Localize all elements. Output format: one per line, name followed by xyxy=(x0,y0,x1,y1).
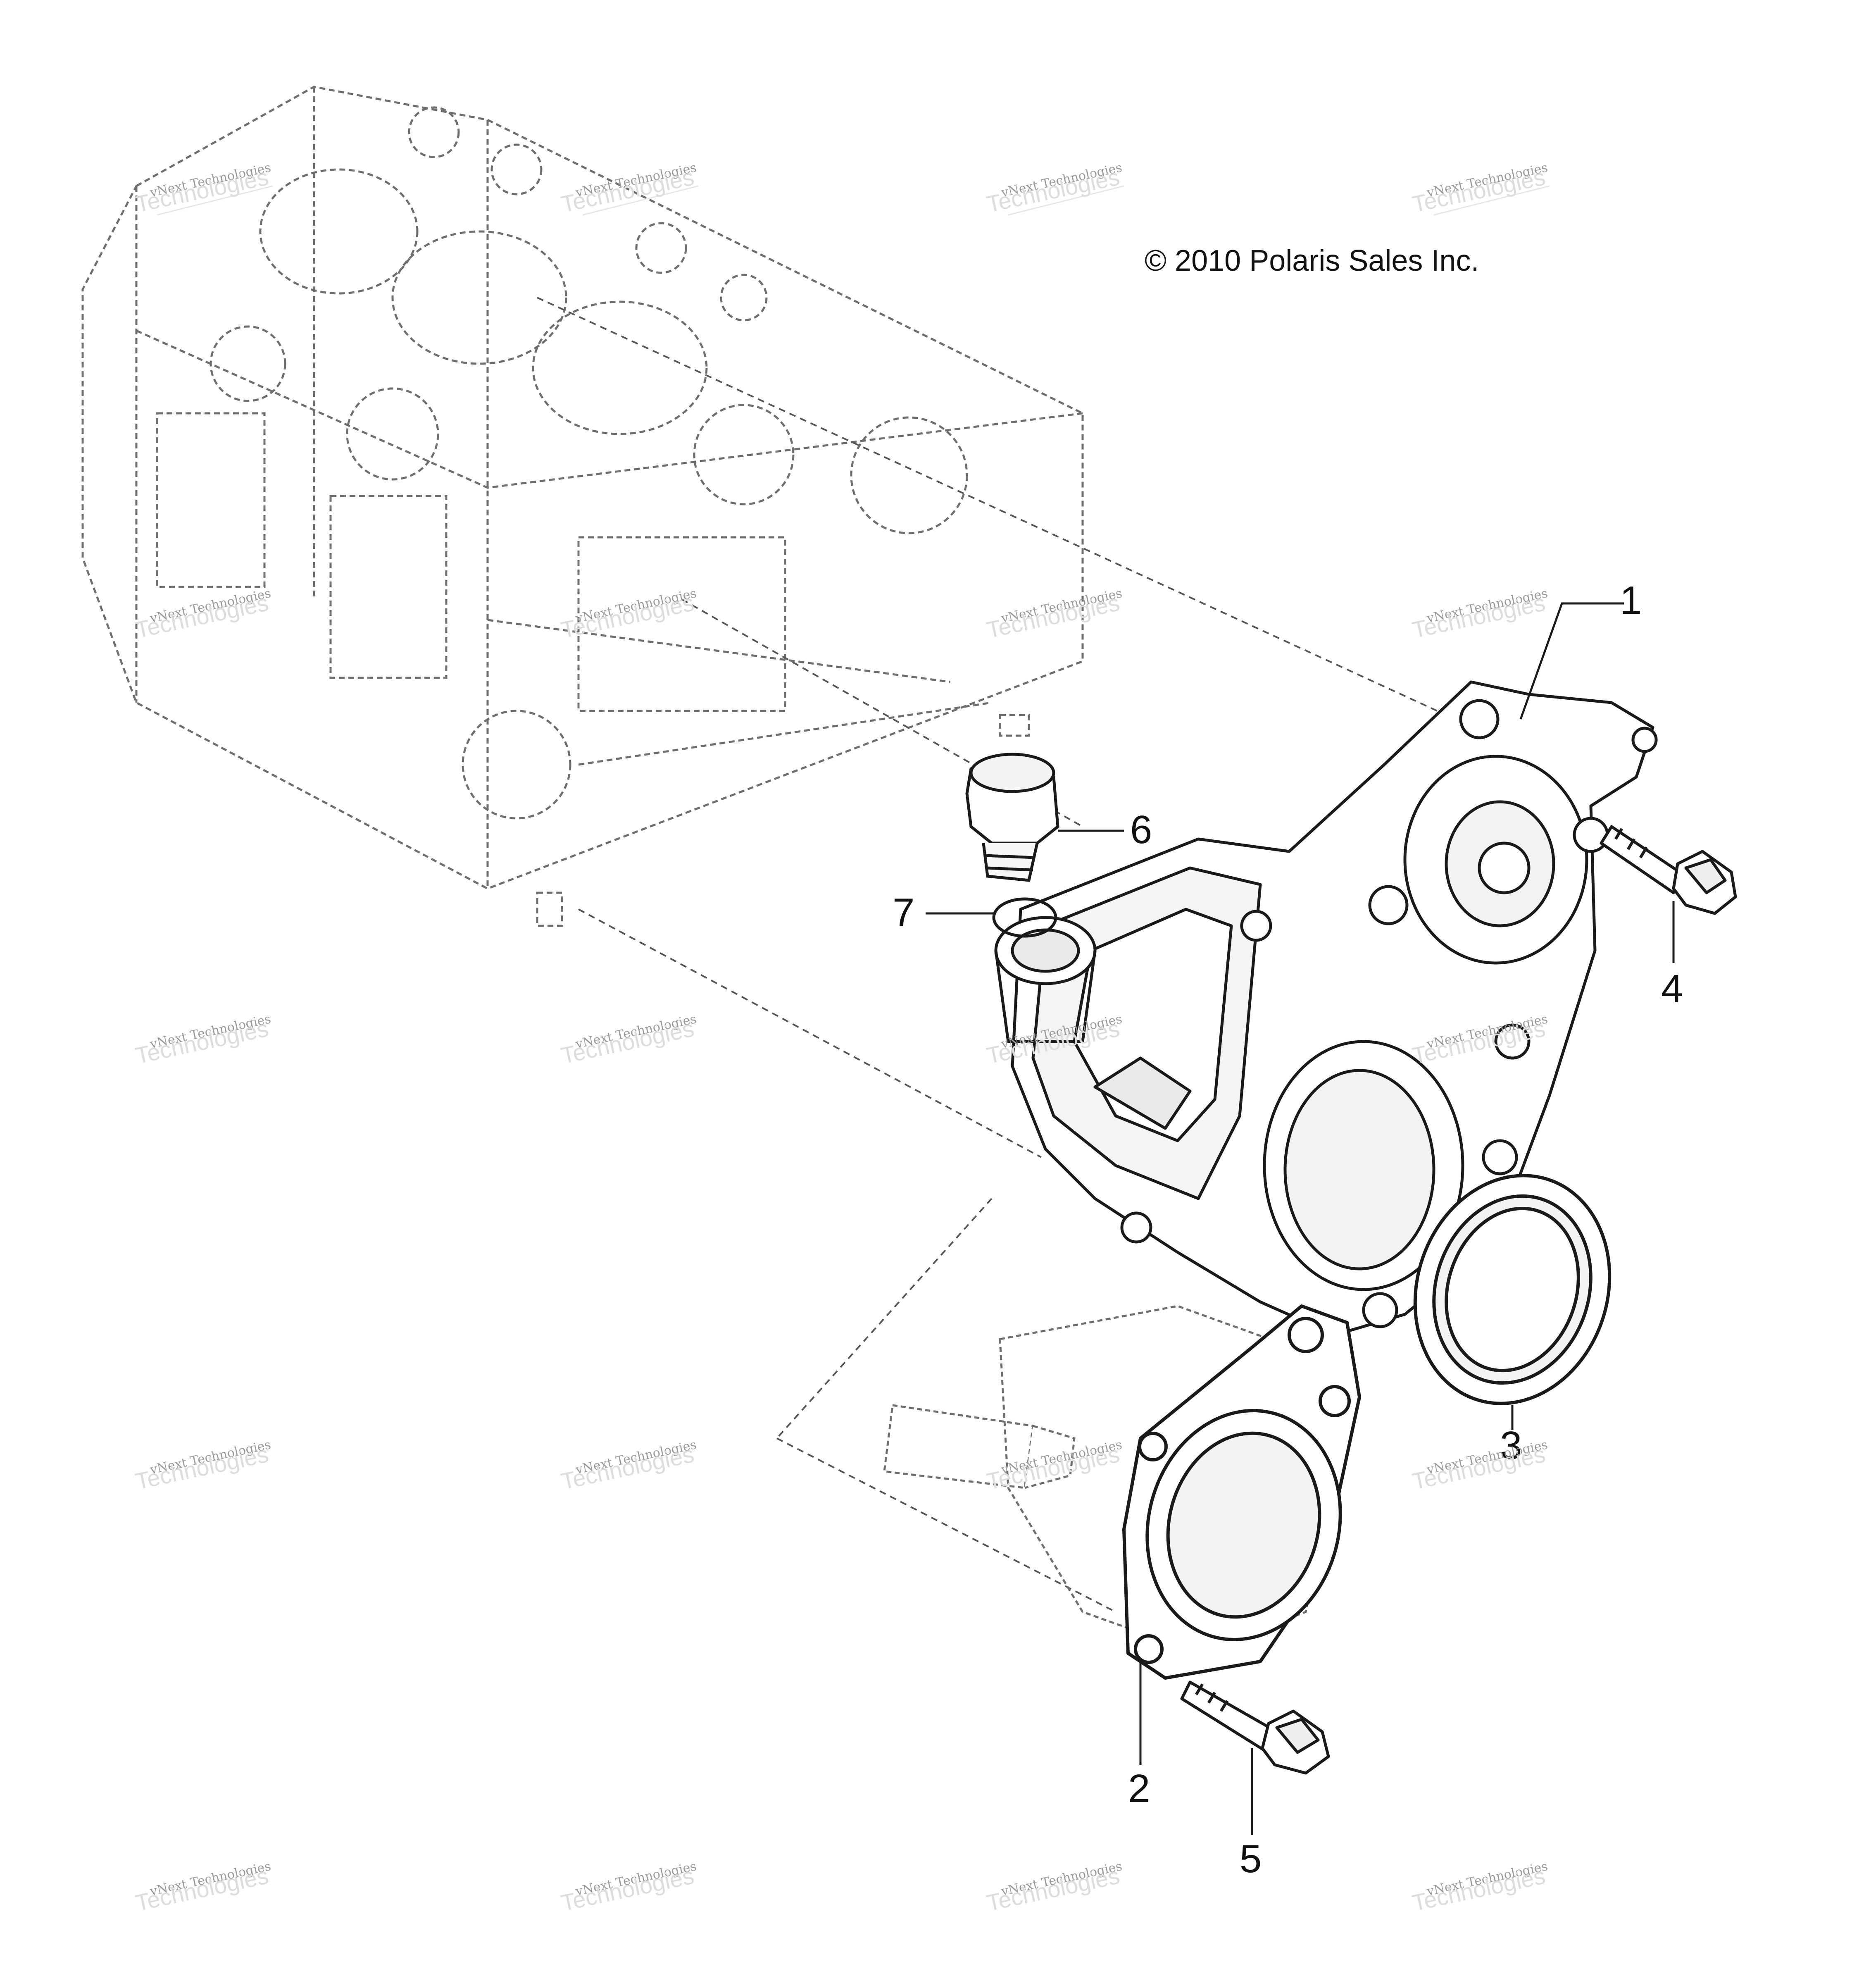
part-6-filler-cap xyxy=(965,753,1059,882)
callout-4: 4 xyxy=(1661,967,1683,1011)
engine-block-ghost xyxy=(81,86,1084,927)
callout-leaders xyxy=(926,602,1675,1835)
part-1-cover-housing xyxy=(994,680,1658,1337)
part-5-bolt xyxy=(1180,1681,1330,1775)
callout-7: 7 xyxy=(893,890,915,934)
part-2-cover-plate xyxy=(1122,1304,1361,1680)
part-4-bolt xyxy=(1600,825,1737,915)
callout-6: 6 xyxy=(1130,808,1152,852)
part-7-o-ring xyxy=(992,897,1057,938)
sealant-tube-ghost xyxy=(883,1404,1076,1489)
gasket-ghost xyxy=(999,1305,1344,1654)
callout-3: 3 xyxy=(1500,1423,1522,1468)
callout-1: 1 xyxy=(1620,578,1642,622)
part-3-seal xyxy=(1413,1174,1612,1405)
watermark-marks xyxy=(157,185,1550,216)
callout-2: 2 xyxy=(1128,1766,1150,1811)
callout-5: 5 xyxy=(1240,1837,1262,1881)
copyright-notice: © 2010 Polaris Sales Inc. xyxy=(1145,244,1479,277)
